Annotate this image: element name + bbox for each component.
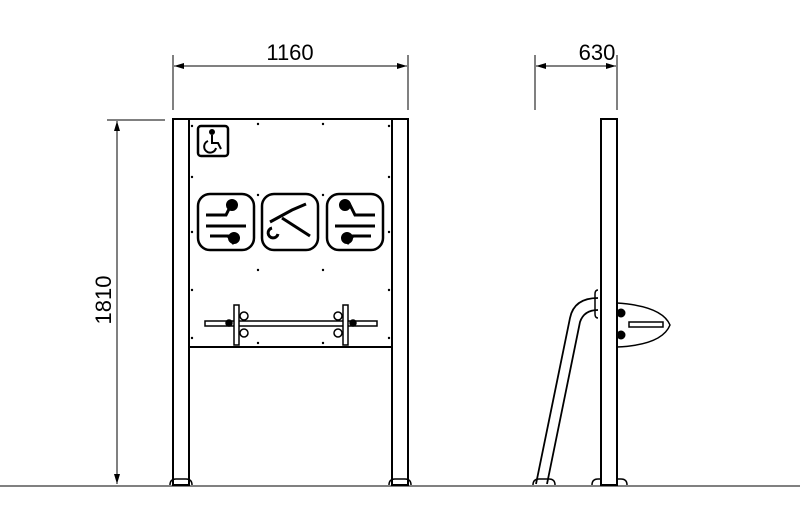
width-dimension-label: 1160 (266, 40, 313, 65)
width-dimension: 1160 (172, 40, 409, 110)
right-foot (388, 478, 412, 486)
wheelchair-accessibility-icon (196, 124, 230, 158)
height-dimension-label: 1810 (91, 276, 116, 325)
side-panel-profile (616, 302, 671, 348)
front-view (169, 118, 412, 486)
exercise-pictogram-3 (325, 192, 385, 252)
exercise-pictogram-1 (196, 192, 256, 252)
exercise-pictogram-2 (260, 192, 320, 252)
depth-dimension-label: 630 (579, 40, 616, 65)
height-dimension: 1810 (91, 119, 165, 484)
left-post (172, 118, 190, 486)
pedal-bar (204, 304, 378, 346)
support-tube (535, 297, 599, 485)
right-post (391, 118, 409, 486)
panel-screws (190, 122, 391, 345)
tube-bracket (594, 288, 602, 319)
side-view (532, 118, 671, 486)
depth-dimension: 630 (534, 40, 618, 110)
side-post (600, 118, 618, 486)
side-pedal (628, 321, 664, 328)
left-foot (169, 478, 193, 486)
